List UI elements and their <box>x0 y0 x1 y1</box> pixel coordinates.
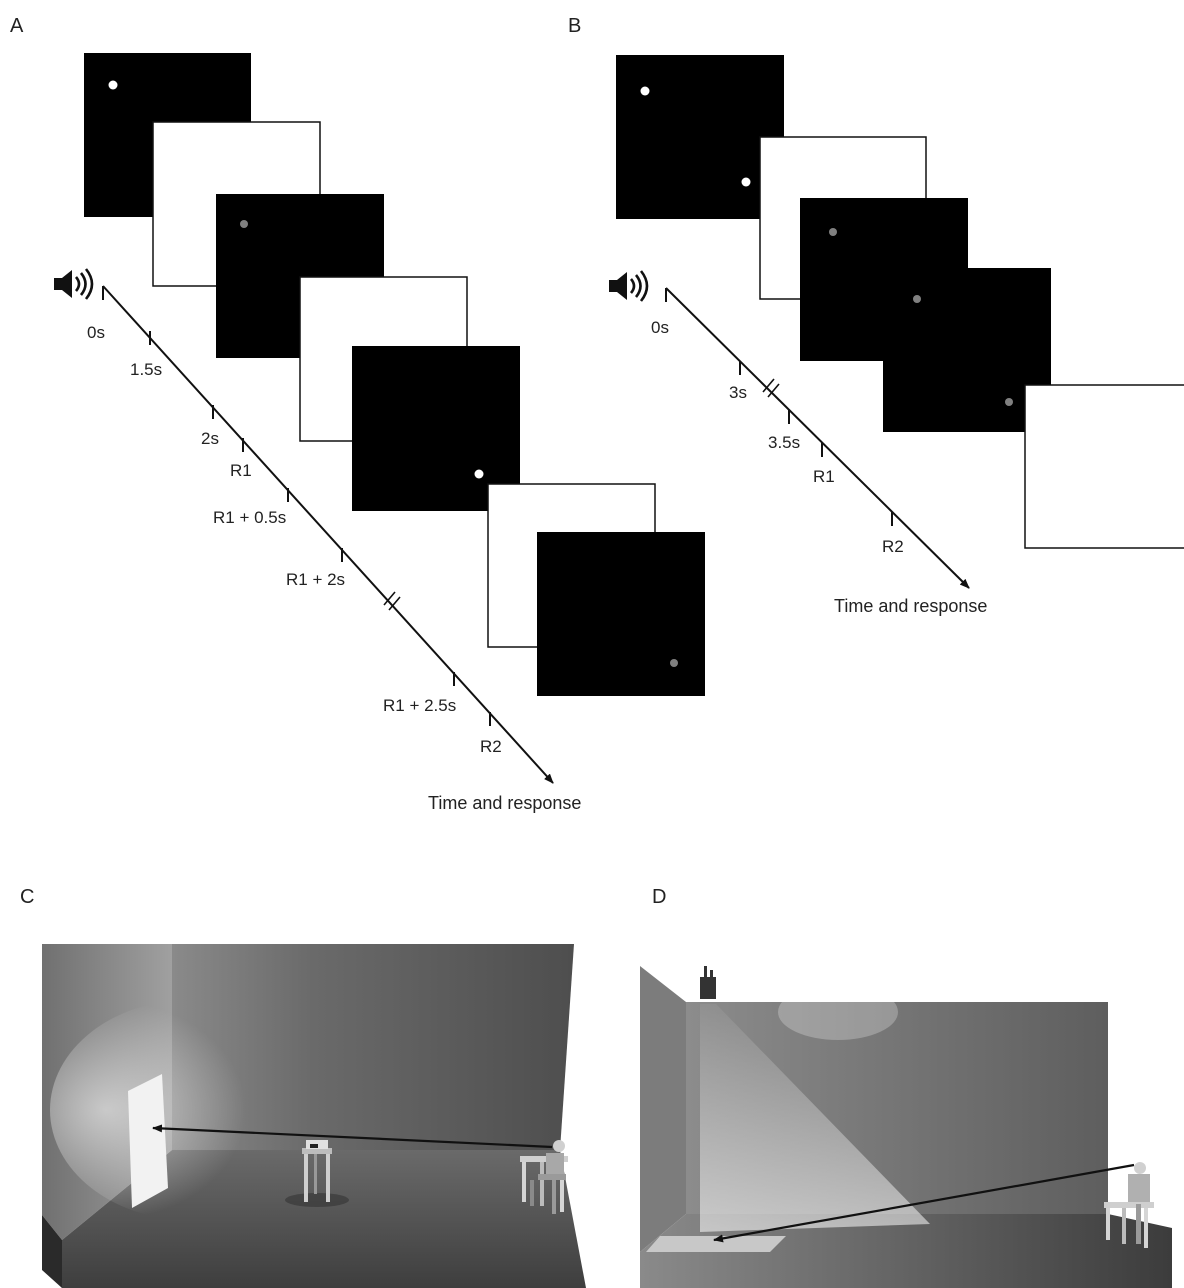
tick-label: 1.5s <box>130 360 162 379</box>
pointing-arrow <box>152 1124 553 1149</box>
dark-screen <box>883 268 1051 432</box>
tick-label: 3.5s <box>768 433 800 452</box>
speaker-icon <box>609 270 649 302</box>
panel-c-letter: C <box>20 886 34 908</box>
panel-b-axis-caption: Time and response <box>834 596 987 616</box>
projected-light-glow <box>50 1000 330 1220</box>
speaker-icon <box>54 268 94 300</box>
panel-d-letter: D <box>652 886 666 908</box>
panel-b-screen-1 <box>616 55 784 219</box>
tick-label: R2 <box>480 737 502 756</box>
panel-a-axis-break <box>383 591 401 611</box>
panel-b-time-axis <box>665 287 970 589</box>
panel-b-screen-5-blank <box>1024 384 1184 549</box>
tick-label: 0s <box>651 318 669 337</box>
panel-d-room <box>640 966 1172 1288</box>
ceiling-projector <box>700 966 716 999</box>
panel-c: C <box>20 886 586 1288</box>
panel-b-ticks <box>665 288 893 526</box>
tick-label: 2s <box>201 429 219 448</box>
panel-b-screens <box>616 55 1184 549</box>
tick-label: R1 <box>813 467 835 486</box>
panel-a-tick-labels: 0s 1.5s 2s R1 R1 + 0.5s R1 + 2s R1 + 2.5… <box>87 323 502 756</box>
panel-b-tick-labels: 0s 3s 3.5s R1 R2 <box>651 318 904 556</box>
dark-screen <box>537 532 705 696</box>
tick-label: R1 + 2s <box>286 570 345 589</box>
tick-label: R1 <box>230 461 252 480</box>
ceiling-light-bloom <box>778 984 898 1040</box>
panel-a-letter: A <box>10 15 24 37</box>
tick-label: R2 <box>882 537 904 556</box>
projector-stand <box>285 1140 349 1207</box>
tick-label: R1 + 0.5s <box>213 508 286 527</box>
panel-b-screen-4 <box>883 268 1051 432</box>
panel-b: B <box>568 15 1184 616</box>
dim-dot <box>1005 398 1013 406</box>
bright-dot <box>474 469 484 479</box>
tick-label: R1 + 2.5s <box>383 696 456 715</box>
seated-subject <box>1104 1162 1154 1248</box>
dim-dot <box>240 220 248 228</box>
panel-a: A <box>10 15 705 813</box>
seated-subject <box>520 1140 568 1214</box>
tick-label: 0s <box>87 323 105 342</box>
tick-label: 3s <box>729 383 747 402</box>
bright-dot <box>108 80 118 90</box>
dim-dot <box>829 228 837 236</box>
panel-a-time-axis <box>102 285 554 784</box>
projection-screen <box>128 1074 168 1208</box>
panel-a-ticks <box>102 286 491 726</box>
dim-dot <box>670 659 678 667</box>
panel-c-room <box>42 944 586 1288</box>
floor <box>640 1214 1172 1288</box>
panel-a-axis-caption: Time and response <box>428 793 581 813</box>
panel-b-axis-break <box>762 378 780 398</box>
floor-projection <box>646 1236 786 1252</box>
panel-a-screens <box>84 53 705 696</box>
light-beam <box>700 1004 930 1232</box>
panel-a-screen-7 <box>537 532 705 696</box>
left-wall <box>640 966 686 1252</box>
pointing-arrow <box>713 1163 1135 1243</box>
bright-dot <box>640 86 650 96</box>
dim-dot <box>913 295 921 303</box>
panel-b-letter: B <box>568 15 581 37</box>
wall-edge <box>42 1215 62 1288</box>
bright-dot <box>741 177 751 187</box>
panel-d: D <box>640 886 1172 1288</box>
dark-screen <box>616 55 784 219</box>
